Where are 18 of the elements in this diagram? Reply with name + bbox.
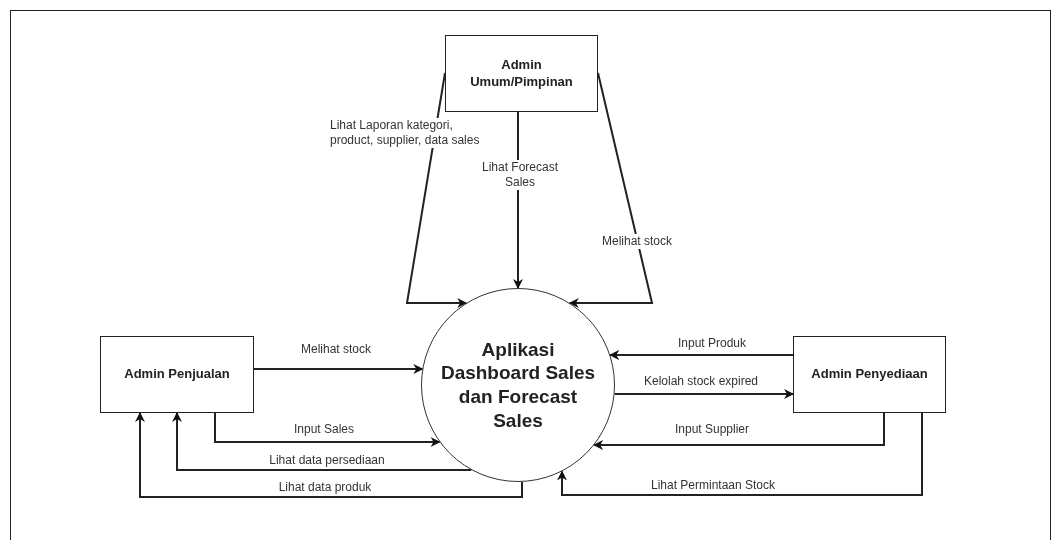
arrow [135,412,523,498]
arrow [557,412,923,496]
arrow [609,350,794,360]
arrow [214,412,441,447]
edge-label: Lihat Laporan kategori, product, supplier, data sales [328,118,482,148]
arrow [593,412,885,450]
arrow [613,389,794,399]
arrow [253,364,424,374]
node-label: Aplikasi Dashboard Sales dan Forecast Sales [439,337,597,433]
node-label: Admin Penjualan [123,366,231,383]
arrow [568,72,654,308]
entity-box [445,35,598,112]
entity-box [100,336,254,413]
node-label: Admin Umum/Pimpinan [469,56,574,91]
entity-box [793,336,946,413]
arrow [172,412,473,471]
node-label: Admin Penyediaan [810,366,929,383]
arrow [405,72,468,308]
